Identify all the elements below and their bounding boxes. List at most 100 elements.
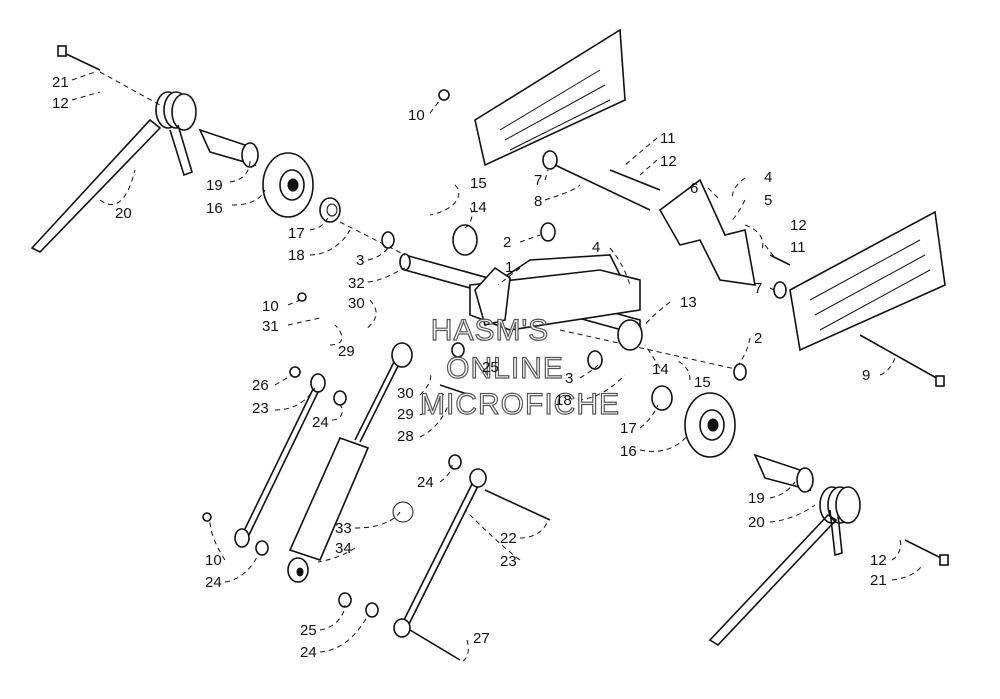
callout-27: 27 [473,630,490,647]
nut-26 [289,366,301,378]
cross-shaft [559,329,741,371]
callout-15: 15 [470,175,487,192]
callout-24-lower: 24 [300,644,317,661]
callout-14-right: 14 [652,361,669,378]
callout-21: 21 [52,74,69,91]
bolt-22 [484,489,551,521]
callout-18-right: 18 [555,392,572,409]
callout-labels: 21 12 20 19 16 17 18 3 32 10 31 30 29 26… [52,74,887,661]
callout-2-right: 2 [754,330,762,347]
bushing-7-right [773,281,787,299]
spacer-3-right [587,350,603,370]
bushing-25-low [338,592,352,608]
callout-16-right: 16 [620,443,637,460]
nut-10-top [438,89,450,101]
callout-10: 10 [262,298,279,315]
bolt-28 [439,384,471,396]
callout-30-lower: 30 [397,385,414,402]
callout-12: 12 [52,95,69,112]
bushing-7-left [542,150,558,170]
right-idler-wheel [684,392,736,458]
left-bearing [319,197,341,223]
bushing-24-lower [365,602,379,618]
callout-5: 5 [764,192,772,209]
callout-10-low: 10 [205,552,222,569]
bushing-14-right [617,319,643,351]
callout-4-right: 4 [764,169,772,186]
callout-25: 25 [482,359,499,376]
left-bolt [57,45,161,106]
callout-23-right: 23 [500,553,517,570]
right-spacer [753,453,814,493]
watermark-line-1: HASM'S [431,314,549,347]
bushing-25-upper [451,342,465,358]
callout-3: 3 [356,252,364,269]
callout-7: 7 [534,172,542,189]
callout-30: 30 [348,295,365,312]
callout-17-right: 17 [620,420,637,437]
bushing-24-upper [333,390,347,406]
callout-17: 17 [288,225,305,242]
bolt-11-top [609,169,661,191]
callout-20: 20 [115,205,132,222]
spacer-3-left [381,231,395,249]
mount-bracket [658,178,756,286]
callout-12-right: 12 [790,217,807,234]
callout-29-lower: 29 [397,406,414,423]
shaft-8 [554,164,651,211]
bushing-2-left [540,222,556,242]
callout-18: 18 [288,247,305,264]
callout-25-low: 25 [300,622,317,639]
shock-absorber [287,342,413,583]
callout-26: 26 [252,377,269,394]
callout-3-right: 3 [565,370,573,387]
bolt-11-right [769,254,791,266]
nut-10-mid [297,292,307,302]
callout-28: 28 [397,428,414,445]
o-ring-33 [392,501,414,523]
callout-23: 23 [252,400,269,417]
nut-10-low [202,512,212,522]
callout-24-mid: 24 [417,474,434,491]
callout-8: 8 [534,193,542,210]
left-spacer [198,128,259,168]
long-bolt-9 [859,334,945,387]
callout-11-right: 11 [790,239,806,256]
watermark-line-3: MICROFICHE [420,388,620,421]
left-link-rod [234,373,326,548]
callout-15-right: 15 [694,374,711,391]
watermark-line-2: ONLINE [446,352,564,385]
callout-11: 11 [660,130,676,147]
right-torsion-spring [708,486,861,647]
left-torsion-spring [30,91,197,253]
bushing-2-right [733,363,747,381]
callout-21-low: 21 [870,572,887,589]
callout-16: 16 [206,200,223,217]
callout-12-top: 12 [660,153,677,170]
left-rail-panel [474,28,626,167]
callout-12-low: 12 [870,552,887,569]
rear-arm [469,254,641,331]
callout-33: 33 [335,520,352,537]
callout-1: 1 [505,259,513,276]
leader-lines [71,71,923,663]
right-link-rod [393,468,487,638]
callout-32: 32 [348,275,365,292]
callout-19: 19 [206,177,223,194]
callout-2: 2 [503,234,511,251]
callout-7-right: 7 [754,280,762,297]
callout-19-right: 19 [748,490,765,507]
callout-6: 6 [690,180,698,197]
bushing-24-low [255,540,269,556]
callout-34: 34 [335,540,352,557]
callout-31: 31 [262,318,279,335]
callout-4: 4 [592,239,600,256]
callout-10-top: 10 [408,107,425,124]
bolt-27 [409,629,461,661]
callout-24: 24 [312,414,329,431]
callout-24-low: 24 [205,574,222,591]
callout-13: 13 [680,294,697,311]
callout-9: 9 [862,367,870,384]
